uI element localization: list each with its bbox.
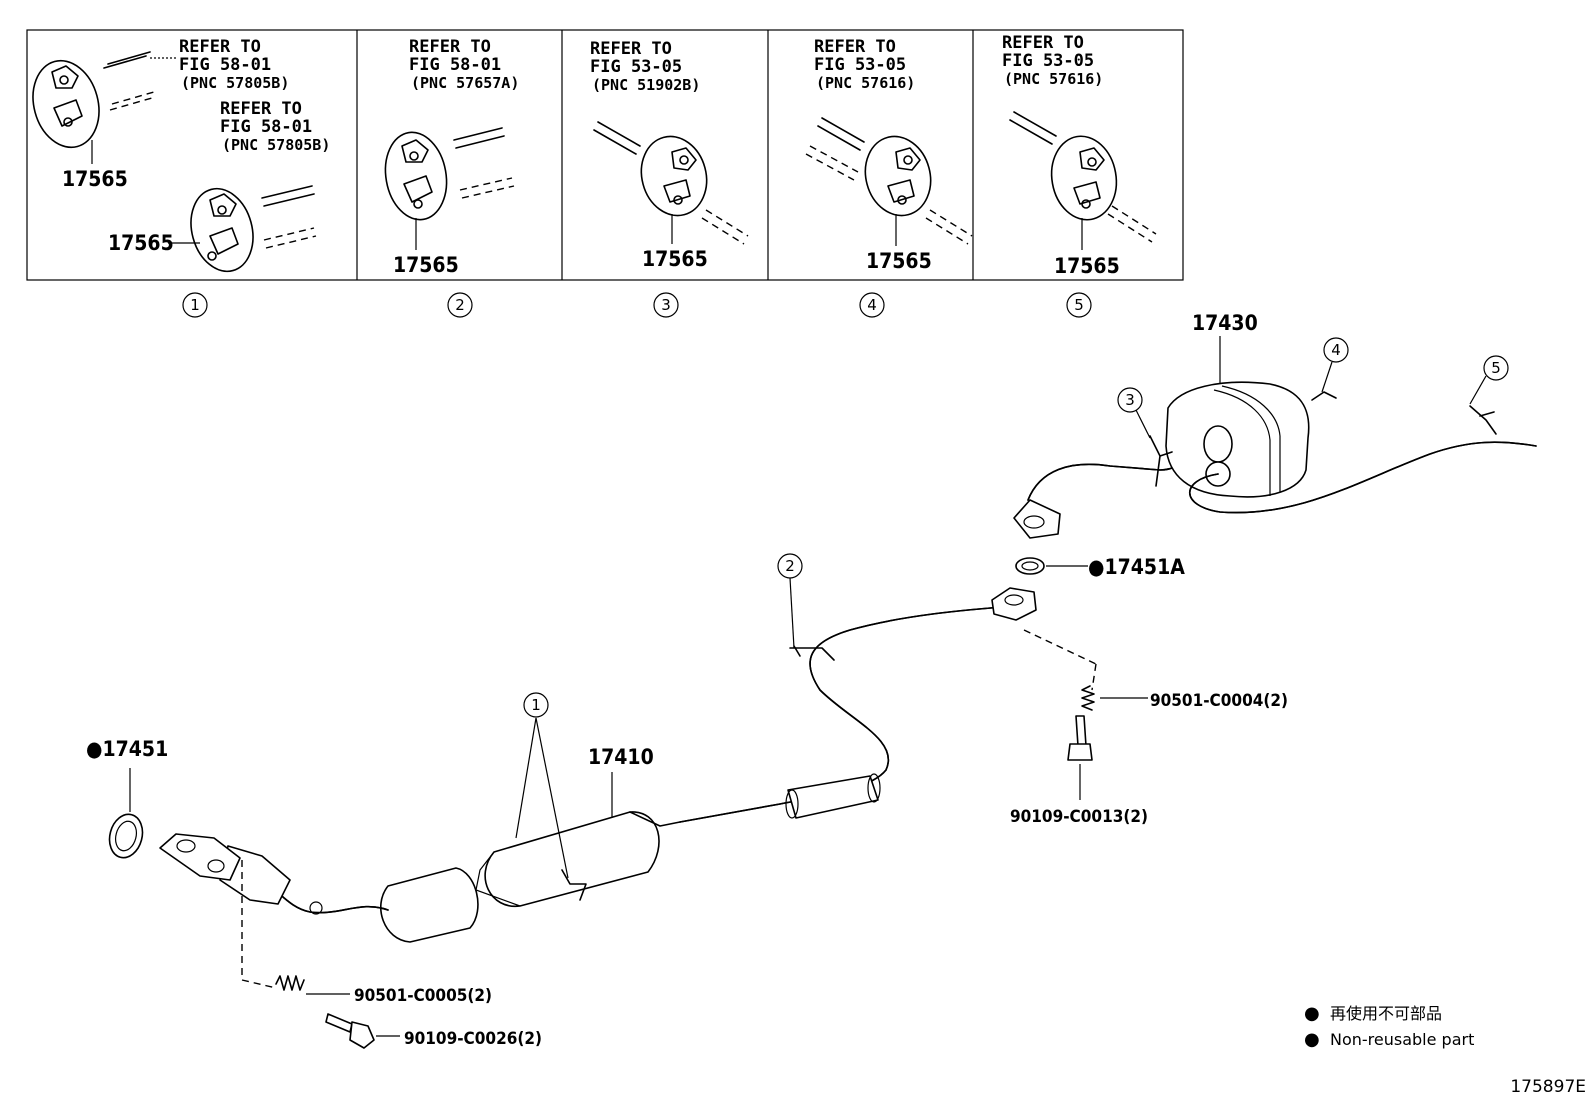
hanger-rubber-icon (32, 59, 100, 149)
callout-1: 1 (531, 696, 541, 714)
compression-spring-icon (275, 975, 305, 991)
hanger-rubber-icon (1050, 135, 1118, 221)
inset-4-pnc: (PNC 57616) (816, 74, 915, 92)
part-90501-C0005-label: 90501-C0005(2) (354, 986, 492, 1006)
legend-bullet-en: ● (1304, 1029, 1320, 1050)
part-17430-label: 17430 (1192, 311, 1258, 335)
inset-5-pnc: (PNC 57616) (1004, 70, 1103, 88)
part-90109-C0013-label: 90109-C0013(2) (1010, 807, 1148, 827)
inset-numbers: 1 2 3 4 5 (182, 292, 1092, 318)
figure-id: 175897E (1510, 1077, 1586, 1097)
inset-2-pnc: (PNC 57657A) (411, 74, 519, 92)
bolt-icon (1067, 715, 1093, 761)
inset-number-3: 3 (661, 296, 671, 314)
inset-3: REFER TO FIG 53-05 (PNC 51902B) 17565 (590, 39, 749, 271)
inset-4-refer: REFER TO (814, 37, 896, 57)
part-17451-label: ●17451 (86, 737, 168, 761)
compression-spring-icon (1081, 685, 1095, 711)
gasket-front-icon (108, 813, 144, 859)
hanger-rubber-icon (384, 131, 448, 221)
inset-number-5: 5 (1074, 296, 1084, 314)
gasket-rear-icon (1015, 557, 1045, 575)
legend: ● 再使用不可部品 ● Non-reusable part (1304, 1003, 1474, 1050)
inset-number-1: 1 (190, 296, 200, 314)
inset-1-ref2-fig: FIG 58-01 (220, 117, 312, 137)
tailpipe-muffler-assembly (1013, 381, 1537, 539)
inset-2-part: 17565 (393, 253, 459, 277)
part-90109-C0026-label: 90109-C0026(2) (404, 1029, 542, 1049)
legend-en-text: Non-reusable part (1330, 1030, 1474, 1049)
callout-3: 3 (1125, 391, 1135, 409)
inset-4-part: 17565 (866, 249, 932, 273)
inset-5-refer: REFER TO (1002, 33, 1084, 53)
inset-1-ref2-refer: REFER TO (220, 99, 302, 119)
hanger-rubber-icon (640, 135, 708, 217)
inset-5: REFER TO FIG 53-05 (PNC 57616) 17565 (1002, 33, 1157, 278)
callout-5: 5 (1491, 359, 1501, 377)
inset-4: REFER TO FIG 53-05 (PNC 57616) 17565 (805, 37, 973, 273)
inset-panels (26, 29, 1184, 281)
inset-3-pnc: (PNC 51902B) (592, 76, 700, 94)
inset-2-fig: FIG 58-01 (409, 55, 501, 75)
part-90501-C0004-label: 90501-C0004(2) (1150, 691, 1288, 711)
inset-1-ref1-fig: FIG 58-01 (179, 55, 271, 75)
inset-4-fig: FIG 53-05 (814, 55, 906, 75)
inset-1-ref2-pnc: (PNC 57805B) (222, 136, 330, 154)
inset-3-part: 17565 (642, 247, 708, 271)
callout-2: 2 (785, 557, 795, 575)
front-pipe-assembly (159, 587, 1037, 943)
part-17410-label: 17410 (588, 745, 654, 769)
inset-1-part-b: 17565 (108, 231, 174, 255)
legend-bullet-jp: ● (1304, 1003, 1320, 1024)
inset-2-refer: REFER TO (409, 37, 491, 57)
inset-5-part: 17565 (1054, 254, 1120, 278)
inset-number-4: 4 (867, 296, 877, 314)
inset-1-part-a: 17565 (62, 167, 128, 191)
legend-jp-text: 再使用不可部品 (1330, 1004, 1442, 1023)
inset-2: REFER TO FIG 58-01 (PNC 57657A) 17565 (384, 37, 519, 277)
hanger-rubber-icon (864, 135, 932, 217)
callout-4: 4 (1331, 341, 1341, 359)
inset-1: REFER TO FIG 58-01 (PNC 57805B) REFER TO… (32, 37, 330, 273)
inset-1-ref1-pnc: (PNC 57805B) (181, 74, 289, 92)
part-17451A-label: ●17451A (1088, 555, 1185, 579)
callouts-rear: 3 4 5 (1117, 337, 1509, 439)
inset-number-2: 2 (455, 296, 465, 314)
inset-3-fig: FIG 53-05 (590, 57, 682, 77)
inset-1-ref1-refer: REFER TO (179, 37, 261, 57)
hanger-rubber-icon (190, 187, 254, 273)
bolt-icon (325, 1013, 375, 1049)
inset-3-refer: REFER TO (590, 39, 672, 59)
inset-5-fig: FIG 53-05 (1002, 51, 1094, 71)
